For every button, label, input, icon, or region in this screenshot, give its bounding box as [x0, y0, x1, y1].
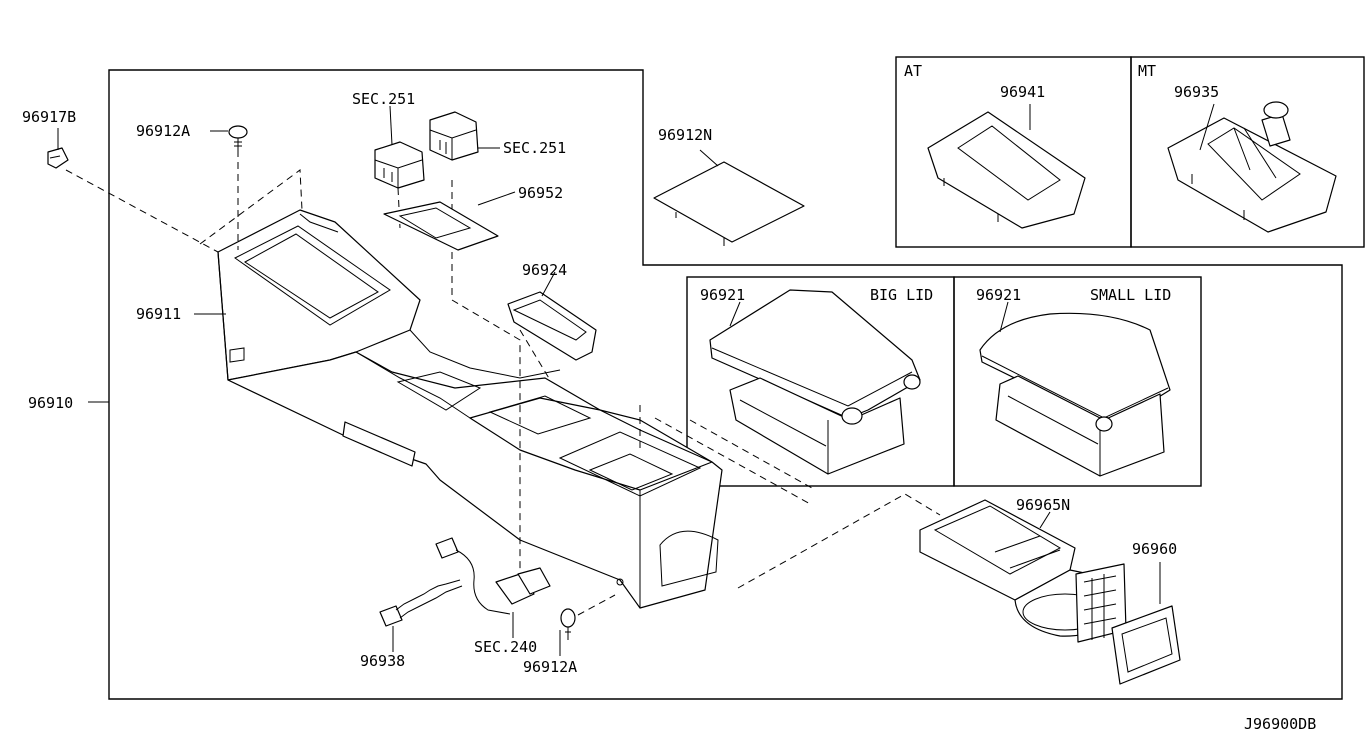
big-lid-illustration [709, 289, 921, 475]
screw-top-label: 96912A [136, 122, 190, 140]
harness-ref-label: SEC.240 [474, 638, 537, 656]
shift-box-mt-border [1130, 56, 1365, 248]
side-clip-label: 96917B [22, 108, 76, 126]
coin-tray-label: 96924 [522, 261, 567, 279]
small-lid-part-label: 96921 [976, 286, 1021, 304]
coin-tray-illustration [507, 291, 597, 361]
lid-box-small-border [953, 276, 1202, 487]
leader-coin-tray [519, 329, 551, 381]
small-lid-variant-label: SMALL LID [1090, 286, 1171, 304]
console-body-label: 96911 [136, 305, 181, 323]
leader-console-top-guide [199, 169, 303, 245]
screw-bottom-illustration [560, 608, 576, 640]
switch-left-dash [397, 187, 401, 229]
assembly-label: 96910 [28, 394, 73, 412]
leader-cupholder [737, 493, 941, 589]
screw-top-illustration [228, 125, 248, 152]
switch-left-illustration [374, 141, 425, 189]
diagram-id-label: J96900DB [1244, 715, 1316, 733]
big-lid-variant-label: BIG LID [870, 286, 933, 304]
leader-lid [639, 405, 813, 506]
big-lid-part-label: 96921 [700, 286, 745, 304]
leader-screw-bottom [577, 594, 616, 616]
cup-holder-leader [1039, 511, 1051, 529]
console-body-illustration [217, 209, 723, 609]
mt-shift-boot-illustration [1167, 101, 1337, 233]
harness-label: 96938 [360, 652, 405, 670]
cup-holder-illustration [919, 499, 1127, 643]
coin-tray-leader [541, 271, 556, 297]
cup-holder-label: 96965N [1016, 496, 1070, 514]
finisher-label: 96960 [1132, 540, 1177, 558]
mat-illustration [653, 161, 805, 246]
leader-clip [65, 169, 219, 253]
at-box-title: AT [904, 62, 922, 80]
at-shift-boot-illustration [927, 111, 1086, 229]
at-part-label: 96941 [1000, 83, 1045, 101]
switch-ref-left-label: SEC.251 [352, 90, 415, 108]
finisher-illustration [1111, 605, 1181, 685]
big-lid-leader [729, 301, 741, 327]
switch-right-illustration [429, 111, 479, 161]
mt-shift-leader [1199, 103, 1215, 151]
small-lid-illustration [979, 312, 1171, 477]
mt-box-title: MT [1138, 62, 1156, 80]
mt-part-label: 96935 [1174, 83, 1219, 101]
switch-bracket-illustration [383, 201, 499, 251]
small-lid-leader [999, 301, 1009, 333]
mat-leader [699, 149, 719, 167]
switch-left-leader [389, 105, 393, 146]
screw-bottom-label: 96912A [523, 658, 577, 676]
mat-label: 96912N [658, 126, 712, 144]
switch-ref-right-label: SEC.251 [503, 139, 566, 157]
harness-illustration [379, 537, 551, 627]
switch-bracket-leader [477, 191, 516, 206]
side-clip-illustration [47, 147, 69, 169]
switch-bracket-label: 96952 [518, 184, 563, 202]
main-frame-border [108, 69, 1343, 700]
